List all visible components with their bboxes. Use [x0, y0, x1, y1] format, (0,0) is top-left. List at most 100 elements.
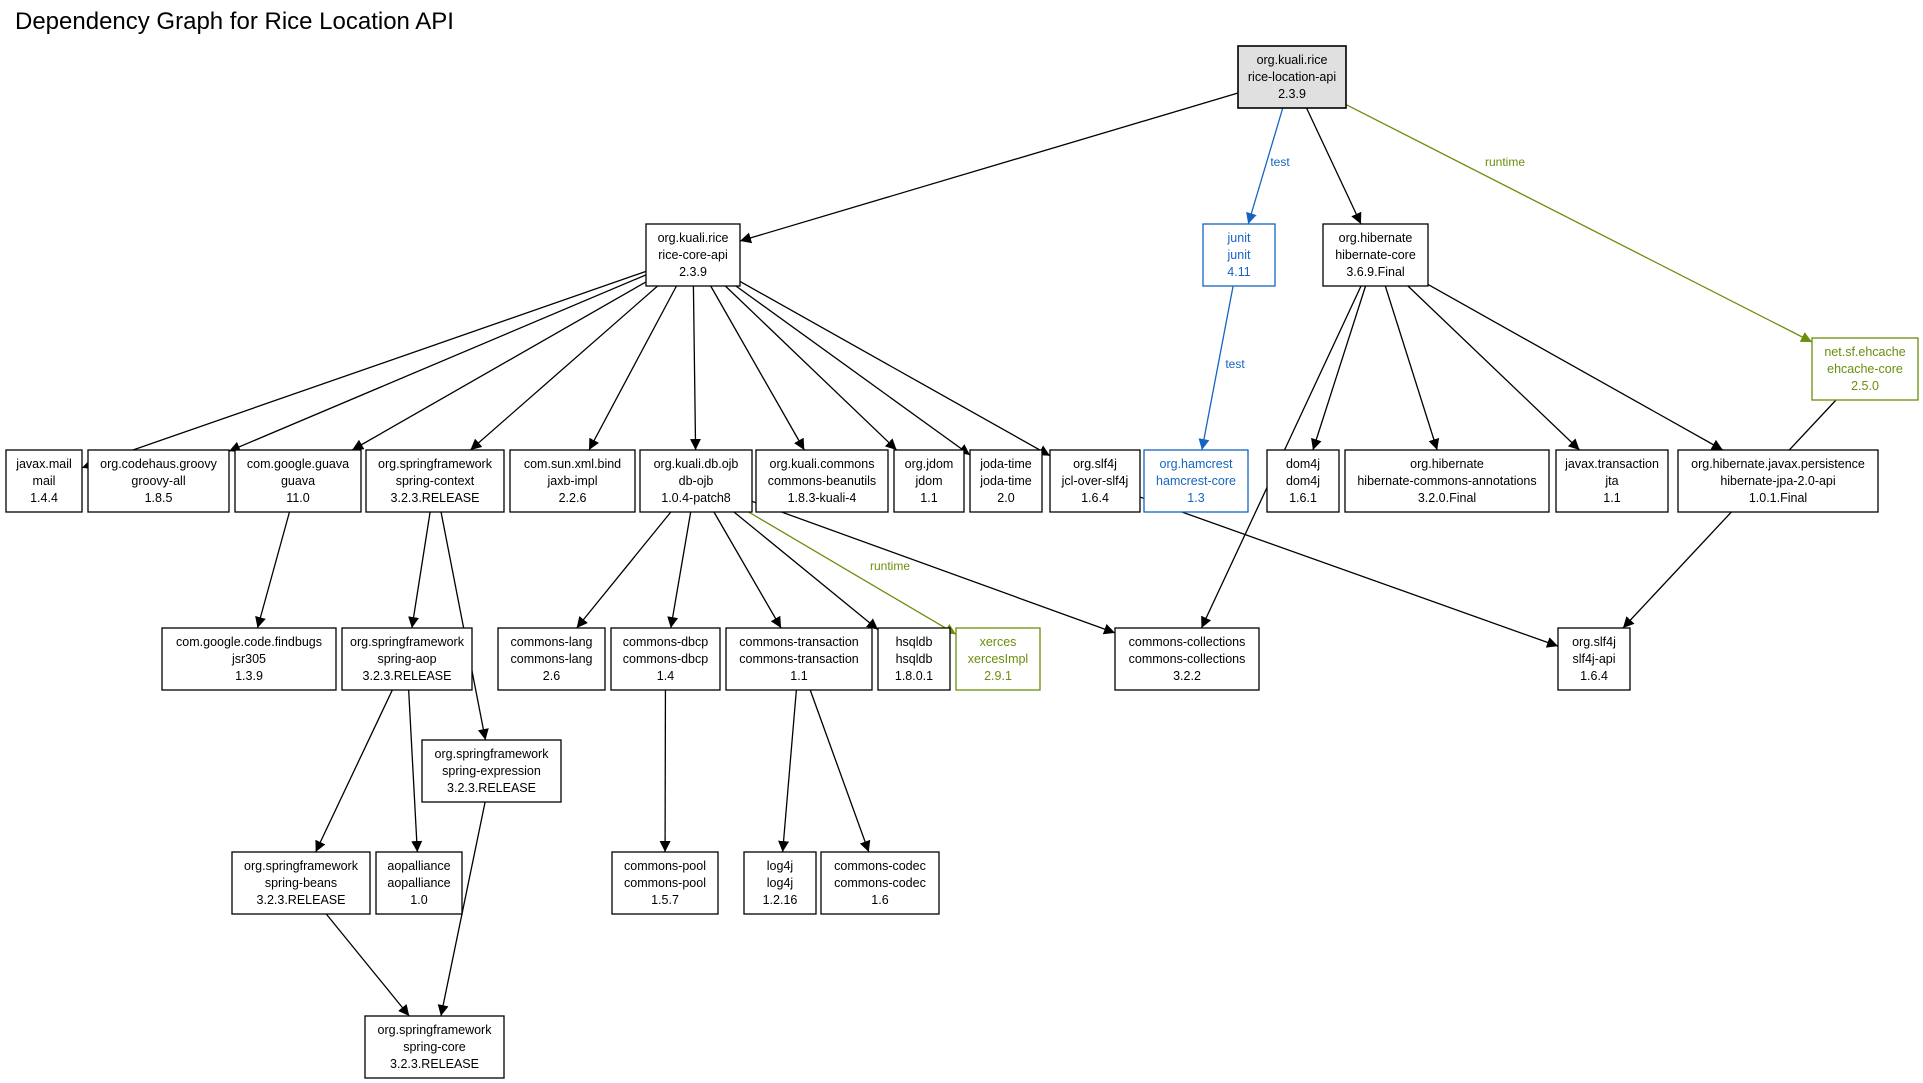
node-artifact: hsqldb	[896, 652, 933, 666]
edge-commons-transaction-to-log4j	[778, 689, 798, 853]
node-commons-transaction[interactable]: commons-transactioncommons-transaction1.…	[725, 627, 873, 691]
node-group: com.sun.xml.bind	[524, 457, 621, 471]
node-box	[509, 449, 636, 513]
node-box	[1237, 45, 1347, 109]
node-group: net.sf.ehcache	[1824, 345, 1905, 359]
node-box	[1322, 223, 1429, 287]
node-hibernate-jpa[interactable]: org.hibernate.javax.persistencehibernate…	[1677, 449, 1879, 513]
node-artifact: dom4j	[1286, 474, 1320, 488]
node-spring-beans[interactable]: org.springframeworkspring-beans3.2.3.REL…	[231, 851, 371, 915]
node-version: 3.2.3.RELEASE	[447, 781, 536, 795]
edge-label-test: test	[1225, 357, 1245, 371]
node-group: javax.transaction	[1564, 457, 1659, 471]
edge-spring-aop-to-spring-beans	[315, 689, 393, 853]
node-group: org.hibernate	[1410, 457, 1484, 471]
node-box	[1202, 223, 1276, 287]
node-spring-expression[interactable]: org.springframeworkspring-expression3.2.…	[421, 739, 562, 803]
node-artifact: jaxb-impl	[546, 474, 597, 488]
node-box	[365, 449, 505, 513]
node-version: 3.2.3.RELEASE	[390, 1057, 479, 1071]
node-group: org.springframework	[378, 457, 493, 471]
node-artifact: rice-core-api	[658, 248, 727, 262]
edge-rice-location-api-to-junit	[1246, 107, 1284, 225]
node-version: 1.8.3-kuali-4	[788, 491, 857, 505]
node-group: org.hibernate.javax.persistence	[1691, 457, 1865, 471]
node-box	[1266, 449, 1340, 513]
edge-label-test: test	[1270, 155, 1290, 169]
node-box	[639, 449, 753, 513]
node-version: 2.5.0	[1851, 379, 1879, 393]
node-spring-aop[interactable]: org.springframeworkspring-aop3.2.3.RELEA…	[341, 627, 473, 691]
node-box	[743, 851, 817, 915]
node-box	[161, 627, 337, 691]
edge-rice-core-api-to-db-ojb	[689, 285, 701, 451]
node-version: 1.3	[1187, 491, 1204, 505]
node-spring-core[interactable]: org.springframeworkspring-core3.2.3.RELE…	[364, 1015, 505, 1079]
node-box	[1143, 449, 1249, 513]
node-artifact: commons-dbcp	[623, 652, 708, 666]
node-box	[755, 449, 889, 513]
node-version: 1.6.4	[1580, 669, 1608, 683]
node-group: org.springframework	[244, 859, 359, 873]
node-artifact: aopalliance	[387, 876, 450, 890]
node-version: 1.1	[1603, 491, 1620, 505]
node-version: 3.2.3.RELEASE	[363, 669, 452, 683]
edge-spring-aop-to-aopalliance	[408, 689, 423, 853]
edge-hibernate-core-to-jta	[1407, 285, 1581, 451]
node-artifact: commons-collections	[1129, 652, 1246, 666]
edge-rice-core-api-to-mail	[81, 270, 647, 470]
node-artifact: commons-transaction	[739, 652, 859, 666]
node-box	[955, 627, 1041, 691]
edge-rice-core-api-to-joda-time	[735, 285, 971, 456]
edge-spring-context-to-spring-aop	[408, 511, 431, 629]
edge-rice-core-api-to-jdom	[724, 285, 898, 451]
node-artifact: commons-beanutils	[768, 474, 876, 488]
node-artifact: jcl-over-slf4j	[1061, 474, 1129, 488]
node-version: 3.2.2	[1173, 669, 1201, 683]
node-box	[893, 449, 965, 513]
node-hibernate-commons-annotations[interactable]: org.hibernatehibernate-commons-annotatio…	[1344, 449, 1550, 513]
node-artifact: commons-lang	[511, 652, 593, 666]
node-group: commons-codec	[834, 859, 926, 873]
node-version: 1.6.4	[1081, 491, 1109, 505]
node-commons-collections[interactable]: commons-collectionscommons-collections3.…	[1114, 627, 1260, 691]
node-version: 1.6	[871, 893, 888, 907]
node-group: com.google.guava	[247, 457, 349, 471]
edge-spring-beans-to-spring-core	[325, 913, 410, 1017]
node-version: 1.0	[410, 893, 427, 907]
node-spring-context[interactable]: org.springframeworkspring-context3.2.3.R…	[365, 449, 505, 513]
node-group: org.springframework	[435, 747, 550, 761]
node-group: hsqldb	[896, 635, 933, 649]
node-version: 4.11	[1227, 265, 1250, 279]
node-group: org.slf4j	[1572, 635, 1616, 649]
node-group: org.kuali.rice	[1257, 53, 1328, 67]
node-commons-beanutils[interactable]: org.kuali.commonscommons-beanutils1.8.3-…	[755, 449, 889, 513]
